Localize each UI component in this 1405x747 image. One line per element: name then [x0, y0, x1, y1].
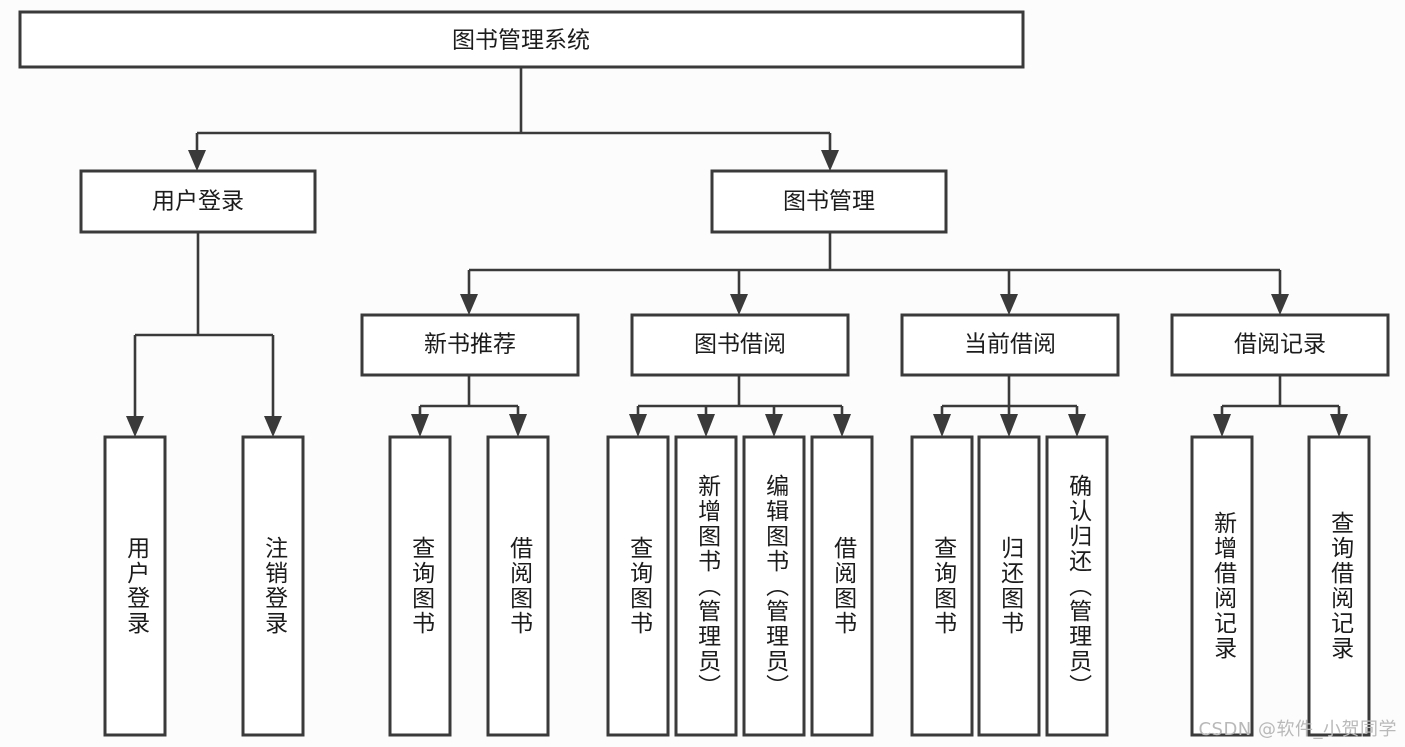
leaf-box-query-borrow-record[interactable]: [1307, 435, 1371, 737]
node-borrow-record-box[interactable]: [1170, 313, 1390, 377]
node-current-borrow-label: 当前借阅: [964, 332, 1056, 358]
leaf-boxes: [103, 435, 1371, 737]
leaf-box-query-book-borrow[interactable]: [606, 435, 670, 737]
arrow-head-level3-2: [730, 294, 748, 315]
connectors-borrowrecord-to-leaves: [1213, 375, 1348, 437]
node-book-borrow-box[interactable]: [630, 313, 850, 377]
node-root[interactable]: 图书管理系统: [18, 10, 1025, 69]
arrow-head-bookborrow-leaf-2: [697, 414, 715, 437]
connectors-currentborrow-to-leaves: [933, 375, 1086, 437]
node-current-borrow-box[interactable]: [900, 313, 1120, 377]
leaf-box-user-login[interactable]: [103, 435, 167, 737]
node-user-login[interactable]: 用户登录: [79, 169, 317, 234]
connectors-newbook-to-leaves: [411, 375, 527, 437]
node-new-book-recommend[interactable]: 新书推荐: [360, 313, 580, 377]
arrow-head-level2-2: [821, 150, 839, 171]
arrow-head-newbook-leaf-1: [411, 414, 429, 437]
node-root-label: 图书管理系统: [452, 28, 590, 54]
arrow-head-currentborrow-leaf-3: [1068, 414, 1086, 437]
arrow-head-currentborrow-leaf-1: [933, 414, 951, 437]
arrow-head-level3-4: [1271, 294, 1289, 315]
arrow-head-userlogin-leaf-2: [264, 416, 282, 437]
leaf-box-add-borrow-record[interactable]: [1190, 435, 1254, 737]
node-book-management-label: 图书管理: [783, 189, 875, 215]
arrow-head-bookborrow-leaf-1: [629, 414, 647, 437]
leaf-box-logout[interactable]: [241, 435, 305, 737]
node-borrow-record-label: 借阅记录: [1234, 332, 1326, 358]
arrow-head-bookborrow-leaf-3: [765, 414, 783, 437]
leaf-box-edit-book-admin[interactable]: [742, 435, 806, 737]
leaf-box-query-book-current[interactable]: [910, 435, 974, 737]
node-new-book-recommend-box[interactable]: [360, 313, 580, 377]
leaf-box-confirm-return-admin[interactable]: [1045, 435, 1109, 737]
arrow-head-userlogin-leaf-1: [126, 416, 144, 437]
arrow-head-newbook-leaf-2: [509, 414, 527, 437]
leaf-box-borrow-book[interactable]: [810, 435, 874, 737]
node-book-borrow[interactable]: 图书借阅: [630, 313, 850, 377]
leaf-box-borrow-book-newbook[interactable]: [486, 435, 550, 737]
node-new-book-recommend-label: 新书推荐: [424, 332, 516, 358]
arrow-head-level3-3: [1000, 294, 1018, 315]
arrow-head-currentborrow-leaf-2: [1000, 414, 1018, 437]
connectors-userlogin-to-leaves: [126, 232, 282, 437]
connectors-root-to-level2: [188, 67, 839, 171]
arrow-head-level2-1: [188, 150, 206, 171]
arrow-head-borrowrecord-leaf-2: [1330, 414, 1348, 437]
node-user-login-box[interactable]: [79, 169, 317, 234]
leaf-box-query-book-newbook[interactable]: [388, 435, 452, 737]
node-borrow-record[interactable]: 借阅记录: [1170, 313, 1390, 377]
connectors-bookborrow-to-leaves: [629, 375, 851, 437]
node-book-management-box[interactable]: [710, 169, 948, 234]
arrow-head-borrowrecord-leaf-1: [1213, 414, 1231, 437]
connectors-level2-to-level3: [460, 232, 1289, 315]
csdn-watermark: CSDN @软件_小贺同学: [1198, 719, 1397, 740]
node-root-box[interactable]: [18, 10, 1025, 69]
node-user-login-label: 用户登录: [152, 189, 244, 215]
leaf-box-return-book[interactable]: [977, 435, 1041, 737]
arrow-head-level3-1: [460, 294, 478, 315]
node-book-management[interactable]: 图书管理: [710, 169, 948, 234]
leaf-box-add-book-admin[interactable]: [674, 435, 738, 737]
node-book-borrow-label: 图书借阅: [694, 332, 786, 358]
node-current-borrow[interactable]: 当前借阅: [900, 313, 1120, 377]
arrow-head-bookborrow-leaf-4: [833, 414, 851, 437]
